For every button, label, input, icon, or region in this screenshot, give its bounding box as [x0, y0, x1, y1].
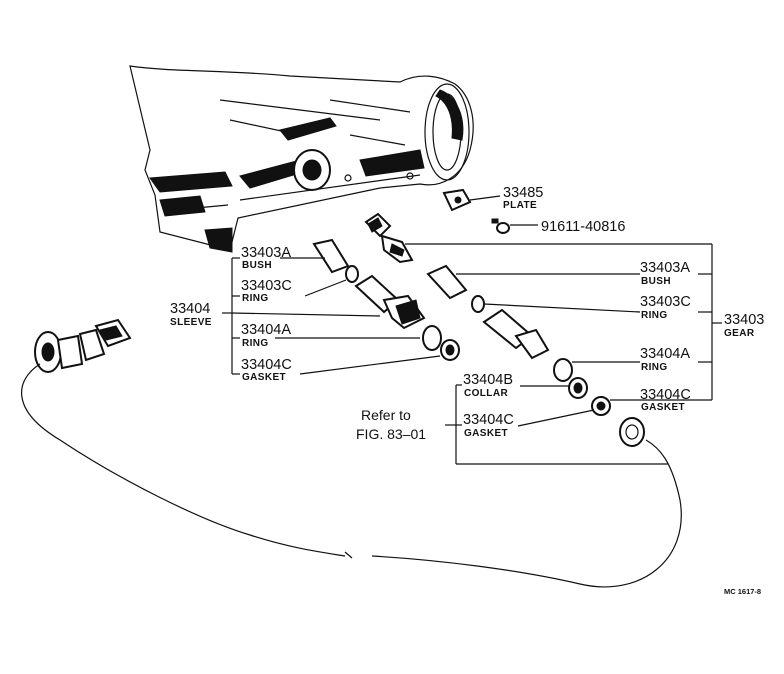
sleeve-number: 33404	[170, 301, 210, 317]
ring2-right-name: RING	[641, 362, 668, 373]
sleeve-part	[354, 274, 426, 330]
gasket-bottom-part	[591, 396, 611, 416]
collar-number: 33404B	[463, 372, 513, 388]
gear-number: 33403	[724, 312, 764, 328]
ring2-left-name: RING	[242, 338, 269, 349]
gasket-left-part	[440, 339, 460, 361]
cable-connector-right	[619, 417, 645, 447]
ring2-left-part	[422, 325, 442, 351]
labels: 33485 PLATE 91611-40816 33403A BUSH 3340…	[170, 185, 764, 596]
plate-number: 33485	[503, 185, 543, 201]
speedometer-cable-left	[20, 363, 346, 557]
ring2-right-part	[553, 358, 573, 382]
collar-name: COLLAR	[464, 388, 508, 399]
ring-right-part	[471, 295, 485, 313]
bolt-number: 91611-40816	[541, 219, 625, 235]
ring-left-number: 33403C	[241, 278, 292, 294]
reference-line-1: Refer to	[361, 407, 411, 423]
bush-left-number: 33403A	[241, 245, 291, 261]
leader-lines	[222, 243, 722, 465]
ring2-left-number: 33404A	[241, 322, 291, 338]
gasket-right-number: 33404C	[640, 387, 691, 403]
gasket-right-name: GASKET	[641, 402, 685, 413]
driven-gear-part	[364, 212, 414, 264]
bush-right-name: BUSH	[641, 276, 671, 287]
ring-right-name: RING	[641, 310, 668, 321]
sleeve-name: SLEEVE	[170, 317, 212, 328]
plate-part	[442, 188, 472, 212]
plate-name: PLATE	[503, 200, 537, 211]
bush-right-part	[426, 264, 468, 300]
gasket-bottom-number: 33404C	[463, 412, 514, 428]
reference-line-2: FIG. 83–01	[356, 426, 426, 442]
transmission-housing	[129, 65, 474, 253]
gasket-left-name: GASKET	[242, 372, 286, 383]
bolt-part	[491, 218, 510, 234]
speedometer-cable-right	[371, 439, 682, 588]
gasket-left-number: 33404C	[241, 357, 292, 373]
figure-code: MC 1617-8	[724, 587, 761, 596]
cable-connector-left	[34, 318, 132, 373]
gear-name: GEAR	[724, 328, 755, 339]
ring-right-number: 33403C	[640, 294, 691, 310]
collar-ring-part	[568, 377, 588, 399]
ring2-right-number: 33404A	[640, 346, 690, 362]
bush-left-part	[312, 238, 350, 274]
collar-part	[482, 308, 550, 360]
bush-left-name: BUSH	[242, 260, 272, 271]
ring-left-name: RING	[242, 293, 269, 304]
gasket-bottom-name: GASKET	[464, 428, 508, 439]
ring-left-part	[345, 265, 359, 283]
bush-right-number: 33403A	[640, 260, 690, 276]
